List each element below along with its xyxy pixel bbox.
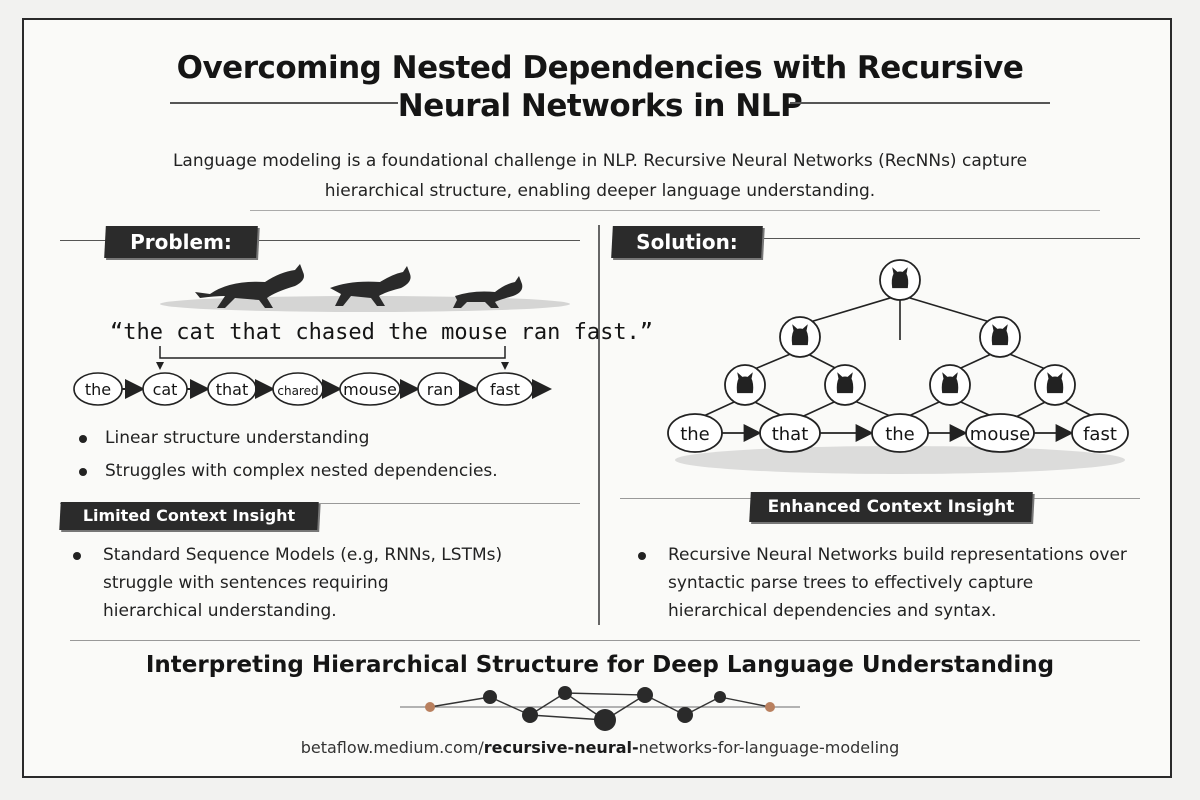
url-bold: recursive-neural- bbox=[483, 738, 639, 757]
column-divider bbox=[598, 225, 600, 625]
tree-leaf-word: mouse bbox=[970, 424, 1030, 445]
problem-bullet-2: Struggles with complex nested dependenci… bbox=[75, 455, 498, 488]
sequence-word: fast bbox=[490, 380, 520, 399]
solution-rule bbox=[620, 238, 1140, 239]
url-prefix: betaflow.medium.com/ bbox=[300, 738, 484, 757]
problem-insight-line3: hierarchical understanding. bbox=[103, 601, 337, 621]
network-graph-icon bbox=[400, 686, 800, 731]
linear-sequence: the cat that chared mouse ran fast bbox=[73, 372, 552, 406]
sentence-dependency-arc bbox=[156, 346, 509, 370]
title-rule-right bbox=[790, 102, 1050, 104]
enhanced-context-label: Enhanced Context Insight bbox=[749, 492, 1033, 522]
solution-insight-line1: Recursive Neural Networks build represen… bbox=[668, 545, 1127, 565]
solution-insight-line3: hierarchical dependencies and syntax. bbox=[668, 601, 997, 621]
problem-label: Problem: bbox=[104, 226, 258, 258]
tree-leaf-bubble bbox=[1071, 413, 1129, 453]
source-url[interactable]: betaflow.medium.com/recursive-neural-net… bbox=[0, 738, 1200, 757]
limited-context-label: Limited Context Insight bbox=[59, 502, 319, 530]
problem-insight-text: Standard Sequence Models (e.g, RNNs, LST… bbox=[72, 541, 503, 625]
page-title-line2: Neural Networks in NLP bbox=[397, 88, 803, 124]
problem-rule bbox=[60, 240, 580, 241]
footer-divider bbox=[70, 640, 1140, 641]
problem-bullet-1: Linear structure understanding bbox=[75, 422, 498, 455]
solution-label: Solution: bbox=[611, 226, 763, 258]
solution-insight-line2: syntactic parse trees to effectively cap… bbox=[668, 573, 1034, 593]
problem-insight-rule bbox=[60, 503, 580, 504]
tree-leaf-word: the bbox=[885, 424, 915, 445]
example-sentence: “the cat that chased the mouse ran fast.… bbox=[110, 320, 654, 345]
sequence-word: ran bbox=[427, 380, 454, 399]
running-cats-illustration bbox=[160, 264, 570, 312]
intro-line1: Language modeling is a foundational chal… bbox=[172, 151, 1028, 171]
footer-title: Interpreting Hierarchical Structure for … bbox=[145, 652, 1055, 678]
problem-insight-line2: struggle with sentences requiring bbox=[103, 573, 389, 593]
tree-leaf-word: the bbox=[680, 424, 710, 445]
sequence-word: cat bbox=[153, 380, 178, 399]
tree-leaf-word: fast bbox=[1083, 424, 1117, 445]
sequence-word: mouse bbox=[343, 380, 397, 399]
problem-bullets: Linear structure understanding Struggles… bbox=[75, 422, 498, 488]
parse-tree-diagram: the that the mouse fast bbox=[667, 259, 1129, 474]
page-title-line1: Overcoming Nested Dependencies with Recu… bbox=[176, 50, 1024, 86]
solution-insight-text: Recursive Neural Networks build represen… bbox=[638, 541, 1127, 625]
sequence-word: chared bbox=[277, 384, 318, 398]
sequence-word: the bbox=[85, 380, 111, 399]
problem-insight-line1: Standard Sequence Models (e.g, RNNs, LST… bbox=[103, 545, 503, 565]
sequence-word: that bbox=[216, 380, 249, 399]
url-suffix: networks-for-language-modeling bbox=[638, 738, 900, 757]
intro-line2: hierarchical structure, enabling deeper … bbox=[324, 181, 876, 201]
tree-leaf-word: that bbox=[772, 424, 809, 445]
title-rule-left bbox=[170, 102, 398, 104]
intro-divider bbox=[250, 210, 1100, 211]
